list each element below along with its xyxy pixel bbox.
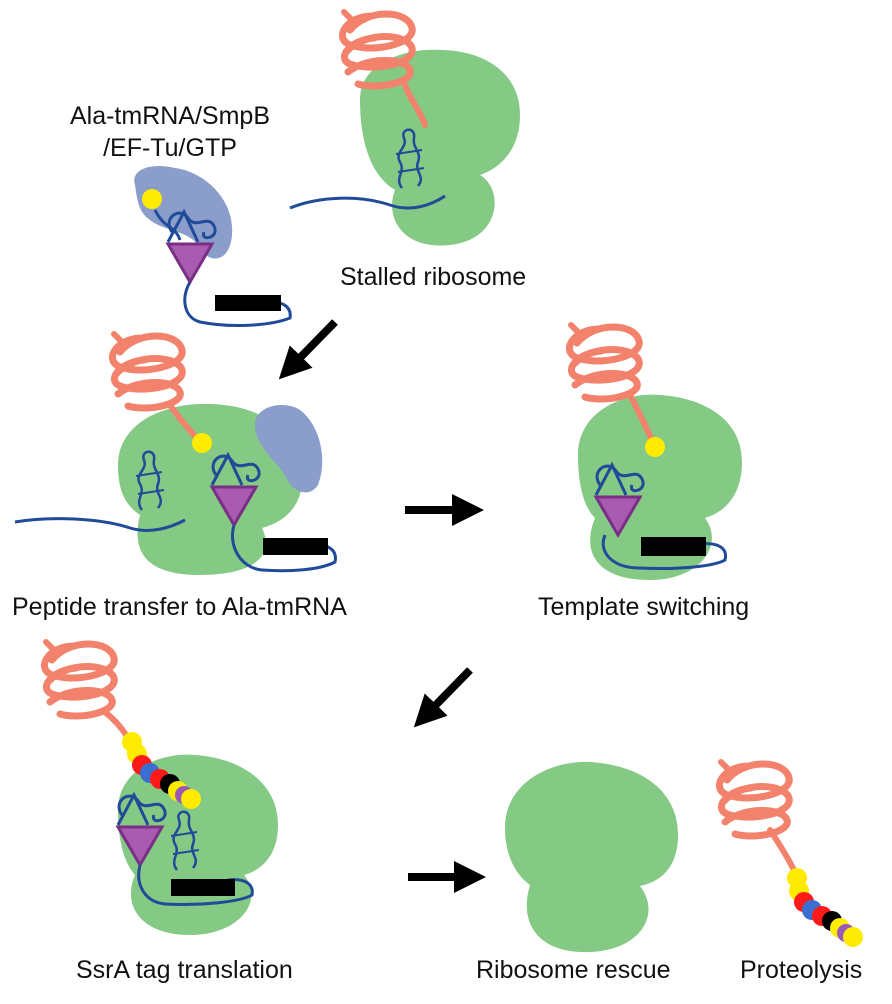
ef-tu-shape [255,405,323,493]
peptide-transfer-ribosome [14,334,337,575]
rescue-label: Ribosome rescue [476,956,671,984]
protein-icon [44,642,114,716]
ssra-tag-ribosome [44,642,278,935]
mrna-strand [289,194,446,210]
stalled-ribosome [289,12,520,246]
complex-label-line1: Ala-tmRNA/SmpB [69,102,271,130]
protein-icon [569,325,639,399]
ribosome-icon [360,49,520,246]
ribosome-icon [118,403,303,575]
tmrna-complex [134,165,292,327]
alanine-dot [142,189,162,209]
tag-reading-frame [171,879,235,896]
complex-label-line2: /EF-Tu/GTP [103,134,237,162]
mrna-strand [14,517,186,532]
arrow-icon [413,667,473,728]
template-switching-label: Template switching [538,593,750,621]
proteolysis-peptide [719,762,863,947]
protein-icon [112,334,182,408]
tag-reading-frame [641,537,706,556]
tag-reading-frame [215,295,281,311]
arrow-icon [278,319,338,380]
template-switching-ribosome [569,325,742,580]
protein-icon [719,762,789,836]
ribosome-icon [118,754,278,935]
ssra-tag-chain [122,732,201,809]
alanine-dot [192,433,212,453]
tag-reading-frame [263,538,328,555]
peptide-transfer-label: Peptide transfer to Ala-tmRNA [12,593,347,621]
ssra-tag-label: SsrA tag translation [76,956,293,984]
alanine-dot [645,437,665,457]
proteolysis-label: Proteolysis [740,956,863,984]
stalled-label: Stalled ribosome [340,263,527,291]
ribosome-icon [505,761,678,953]
